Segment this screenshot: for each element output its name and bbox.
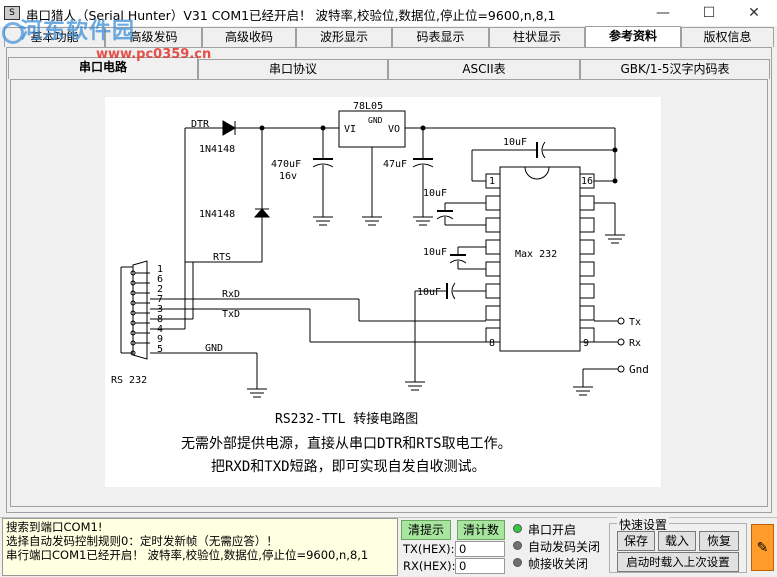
- clear-count-button[interactable]: 清计数: [457, 520, 505, 540]
- db9-pin-6: 6: [157, 274, 163, 285]
- auto-send-label[interactable]: 自动发码关闭: [528, 540, 601, 554]
- reg-vi-label: VI: [344, 124, 356, 135]
- log-line: 选择自动发码控制规则0：定时发新帧（无需应答）！: [6, 534, 278, 548]
- regulator-label: 78L05: [353, 101, 383, 112]
- tab-waveform[interactable]: 波形显示: [296, 27, 392, 47]
- reg-gnd-label: GND: [368, 116, 383, 125]
- tab-advanced-send[interactable]: 高级发码: [105, 27, 202, 47]
- db9-pin-8: 8: [157, 314, 163, 325]
- save-button[interactable]: 保存: [617, 531, 655, 551]
- rts-label: RTS: [213, 252, 231, 263]
- tab-bar-chart[interactable]: 柱状显示: [489, 27, 585, 47]
- maximize-button[interactable]: ☐: [702, 5, 716, 21]
- pin9-label: 9: [583, 338, 589, 349]
- pin16-label: 16: [581, 176, 593, 187]
- app-icon[interactable]: S: [4, 6, 20, 20]
- cap4-label: 10uF: [423, 188, 447, 199]
- cap6-label: 10uF: [417, 287, 441, 298]
- diagram-caption: RS232-TTL 转接电路图: [275, 411, 418, 427]
- circuit-svg: 78L05 VI GND VO DTR 1N4148 1N4148 470uF …: [111, 101, 649, 475]
- db9-pin-5: 5: [157, 344, 163, 355]
- port-open-led: [513, 524, 522, 533]
- db9-pin-1: 1: [157, 264, 163, 275]
- db9-pin-9: 9: [157, 334, 163, 345]
- tab-reference[interactable]: 参考资料: [585, 26, 681, 48]
- subtab-serial-protocol[interactable]: 串口协议: [198, 59, 388, 79]
- subtab-serial-circuit[interactable]: 串口电路: [8, 57, 198, 79]
- subtab-ascii-table[interactable]: ASCII表: [388, 59, 580, 79]
- diagram-note-2: 把RXD和TXD短路，即可实现自发自收测试。: [211, 459, 486, 475]
- frame-recv-label[interactable]: 帧接收关闭: [528, 557, 589, 571]
- dtr-label: DTR: [191, 119, 210, 130]
- pin1-label: 1: [489, 176, 495, 187]
- load-last-settings-button[interactable]: 启动时载入上次设置: [617, 552, 739, 572]
- close-button[interactable]: ✕: [748, 5, 760, 21]
- rxd-label: RxD: [222, 289, 240, 300]
- cap3-label: 10uF: [503, 137, 527, 148]
- rx-hex-field[interactable]: 0: [455, 558, 505, 574]
- tab-code-table[interactable]: 码表显示: [392, 27, 489, 47]
- db9-pin-7: 7: [157, 294, 163, 305]
- log-line: 搜索到端口COM1!: [6, 520, 103, 534]
- port-open-label[interactable]: 串口开启: [528, 523, 577, 537]
- tab-basic[interactable]: 基本功能: [4, 27, 105, 47]
- window-title: 串口猎人（Serial Hunter）V31 COM1已经开启！ 波特率,校验位…: [26, 8, 556, 23]
- diode2-label: 1N4148: [199, 209, 235, 220]
- tx-hex-field[interactable]: 0: [455, 541, 505, 557]
- tx-label: Tx: [629, 317, 641, 328]
- db9-pin-2: 2: [157, 284, 163, 295]
- tab-copyright[interactable]: 版权信息: [681, 27, 774, 47]
- rx-label: Rx: [629, 338, 641, 349]
- reg-vo-label: VO: [388, 124, 400, 135]
- diode1-symbol: [222, 120, 236, 136]
- txd-label: TxD: [222, 309, 240, 320]
- title-bar: S 串口猎人（Serial Hunter）V31 COM1已经开启！ 波特率,校…: [0, 0, 777, 26]
- gnd-label: GND: [205, 343, 223, 354]
- cap1-voltage: 16v: [279, 171, 297, 182]
- cap5-label: 10uF: [423, 247, 447, 258]
- clear-hint-button[interactable]: 清提示: [401, 520, 451, 540]
- db9-pin-3: 3: [157, 304, 163, 315]
- db9-pin-4: 4: [157, 324, 163, 335]
- frame-recv-led: [513, 558, 522, 567]
- sub-tab-bar: 串口电路 串口协议 ASCII表 GBK/1-5汉字内码表: [8, 57, 770, 79]
- tx-hex-label: TX(HEX):: [403, 542, 455, 556]
- diode2-symbol: [253, 208, 271, 218]
- quick-settings-group: [609, 523, 747, 573]
- auto-send-led: [513, 541, 522, 550]
- subtab-gbk-table[interactable]: GBK/1-5汉字内码表: [580, 59, 770, 79]
- rs232-label: RS 232: [111, 375, 147, 386]
- cap1-label: 470uF: [271, 159, 301, 170]
- rx-hex-label: RX(HEX):: [403, 559, 456, 573]
- watermark-logo: [2, 22, 24, 44]
- tools-icon[interactable]: ✎: [751, 524, 774, 571]
- log-box[interactable]: 搜索到端口COM1! 选择自动发码控制规则0：定时发新帧（无需应答）！ 串行端口…: [2, 518, 398, 576]
- cap2-label: 47uF: [383, 159, 407, 170]
- circuit-diagram: 78L05 VI GND VO DTR 1N4148 1N4148 470uF …: [105, 97, 661, 487]
- gnd-out-label: Gnd: [629, 363, 649, 376]
- log-line: 串行端口COM1已经开启！ 波特率,校验位,数据位,停止位=9600,n,8,1: [6, 548, 369, 562]
- max232-chip: [499, 166, 581, 352]
- restore-button[interactable]: 恢复: [699, 531, 739, 551]
- chip-label: Max 232: [515, 249, 557, 260]
- minimize-button[interactable]: —: [656, 5, 670, 21]
- diode1-label: 1N4148: [199, 144, 235, 155]
- quick-settings-title: 快速设置: [617, 516, 670, 533]
- load-button[interactable]: 载入: [658, 531, 696, 551]
- diagram-note-1: 无需外部提供电源，直接从串口DTR和RTS取电工作。: [181, 435, 512, 452]
- tab-advanced-receive[interactable]: 高级收码: [202, 27, 296, 47]
- pin8-label: 8: [489, 338, 495, 349]
- main-tab-bar: 基本功能 高级发码 高级收码 波形显示 码表显示 柱状显示 参考资料 版权信息: [4, 26, 774, 48]
